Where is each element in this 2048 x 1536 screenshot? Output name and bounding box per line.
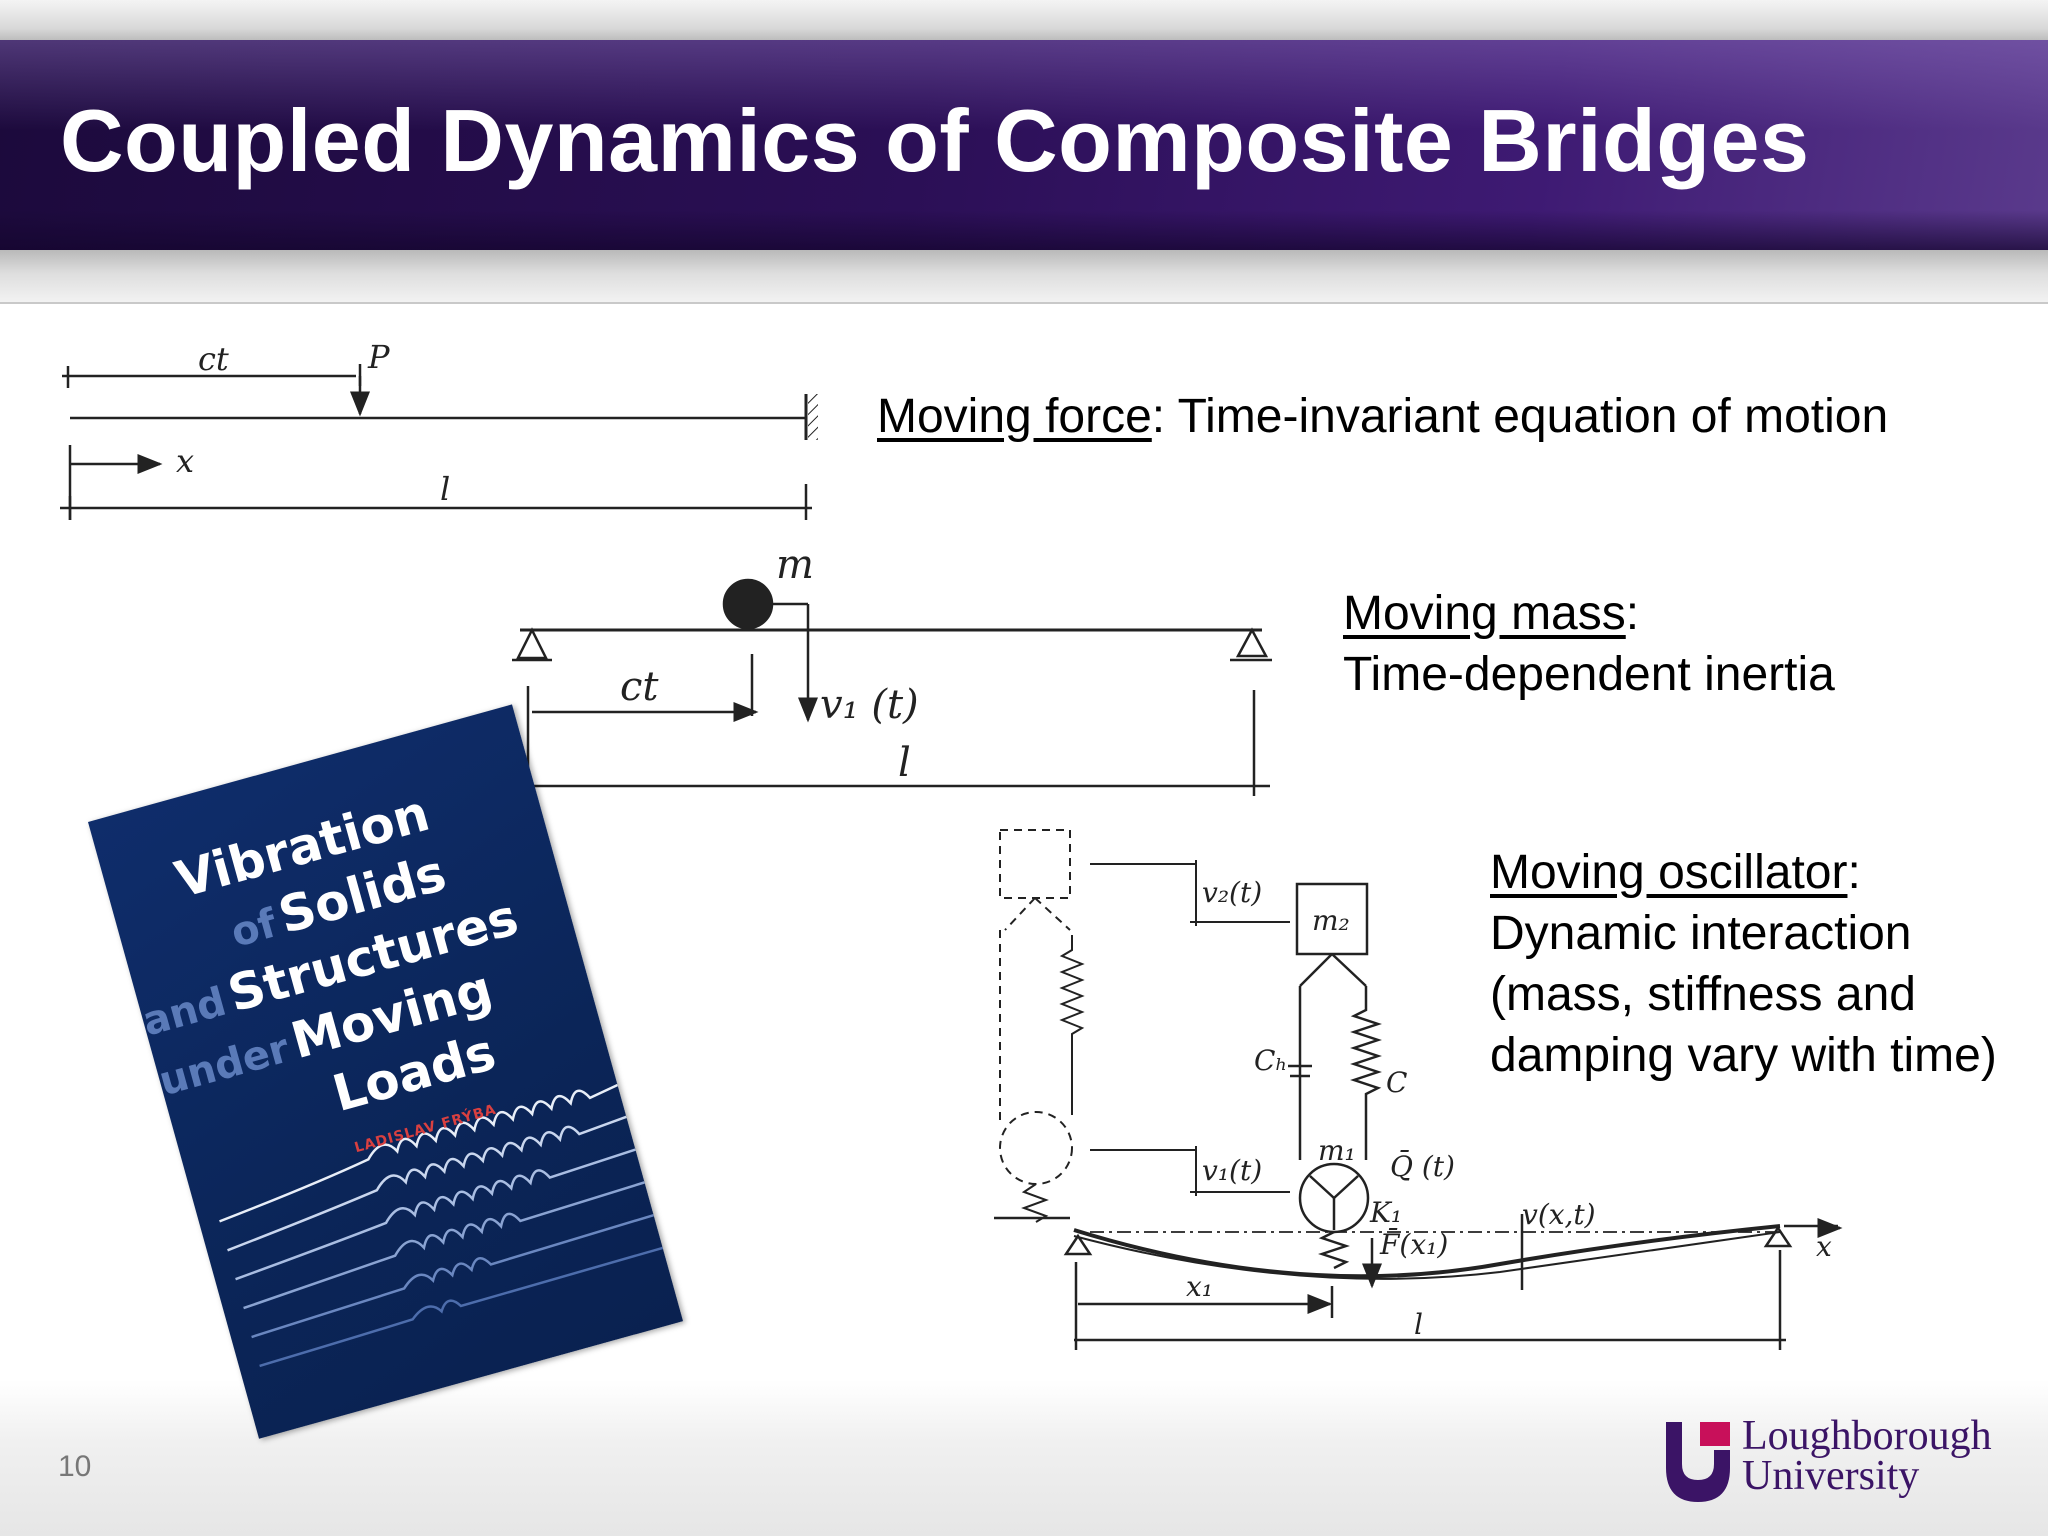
osc-v1-label: v₁(t)	[1202, 1154, 1262, 1187]
osc-k1-label: K₁	[1369, 1196, 1402, 1229]
osc-x-label: x	[1816, 1230, 1832, 1263]
top-strip	[0, 0, 2048, 40]
osc-f-label: F̄(x₁)	[1379, 1227, 1448, 1261]
mass-m-label: m	[776, 542, 814, 588]
moving-mass-desc: Time-dependent inertia	[1343, 648, 1835, 701]
moving-oscillator-desc: Dynamic interaction (mass, stiffness and…	[1490, 907, 1997, 1082]
mass-ct-label: ct	[620, 664, 659, 710]
moving-force-text: Moving force: Time-invariant equation of…	[877, 386, 1888, 447]
mass-v1-label: v₁ (t)	[820, 682, 919, 728]
osc-m2-label: m₂	[1312, 904, 1350, 937]
force-ct-label: ct	[198, 340, 229, 378]
osc-c-label: C	[1386, 1066, 1407, 1099]
moving-mass-colon: :	[1625, 587, 1640, 640]
moving-oscillator-diagram	[994, 829, 1843, 1350]
moving-oscillator-text: Moving oscillator: Dynamic interaction (…	[1490, 842, 2010, 1086]
book-cover-image: Vibration ofSolids andStructures underMo…	[88, 704, 684, 1439]
osc-q-label: Q̄ (t)	[1390, 1149, 1455, 1183]
book-wave-lines	[219, 1083, 664, 1368]
moving-oscillator-lead: Moving oscillator	[1490, 846, 1848, 899]
university-name-line2: University	[1742, 1453, 1920, 1499]
osc-x1-label: x₁	[1186, 1270, 1213, 1303]
moving-force-diagram	[60, 364, 818, 520]
moving-force-desc: : Time-invariant equation of motion	[1151, 390, 1889, 443]
force-p-label: P	[367, 338, 390, 376]
moving-mass-diagram	[512, 578, 1272, 796]
moving-force-lead: Moving force	[877, 390, 1152, 443]
osc-l-label: l	[1414, 1308, 1423, 1341]
moving-oscillator-colon: :	[1847, 846, 1861, 899]
slide-title: Coupled Dynamics of Composite Bridges	[60, 91, 1810, 190]
university-shield-icon	[1666, 1422, 1730, 1502]
osc-cb-label: Cₕ	[1254, 1044, 1288, 1077]
moving-mass-text: Moving mass: Time-dependent inertia	[1343, 583, 1835, 705]
mass-l-label: l	[898, 740, 911, 786]
moving-mass-lead: Moving mass	[1343, 587, 1626, 640]
osc-m1-label: m₁	[1318, 1134, 1356, 1167]
force-l-label: l	[440, 470, 450, 508]
title-underline-strip	[0, 250, 2048, 304]
slide-number: 10	[58, 1450, 92, 1483]
osc-vxt-label: v(x,t)	[1522, 1198, 1596, 1231]
osc-v2-label: v₂(t)	[1202, 876, 1262, 909]
university-name-line1: Loughborough	[1742, 1413, 1992, 1459]
university-logo: Loughborough University	[1660, 1415, 2020, 1510]
title-bar: Coupled Dynamics of Composite Bridges	[0, 40, 2048, 250]
force-x-label: x	[176, 442, 194, 480]
university-name: Loughborough University	[1742, 1413, 1992, 1499]
